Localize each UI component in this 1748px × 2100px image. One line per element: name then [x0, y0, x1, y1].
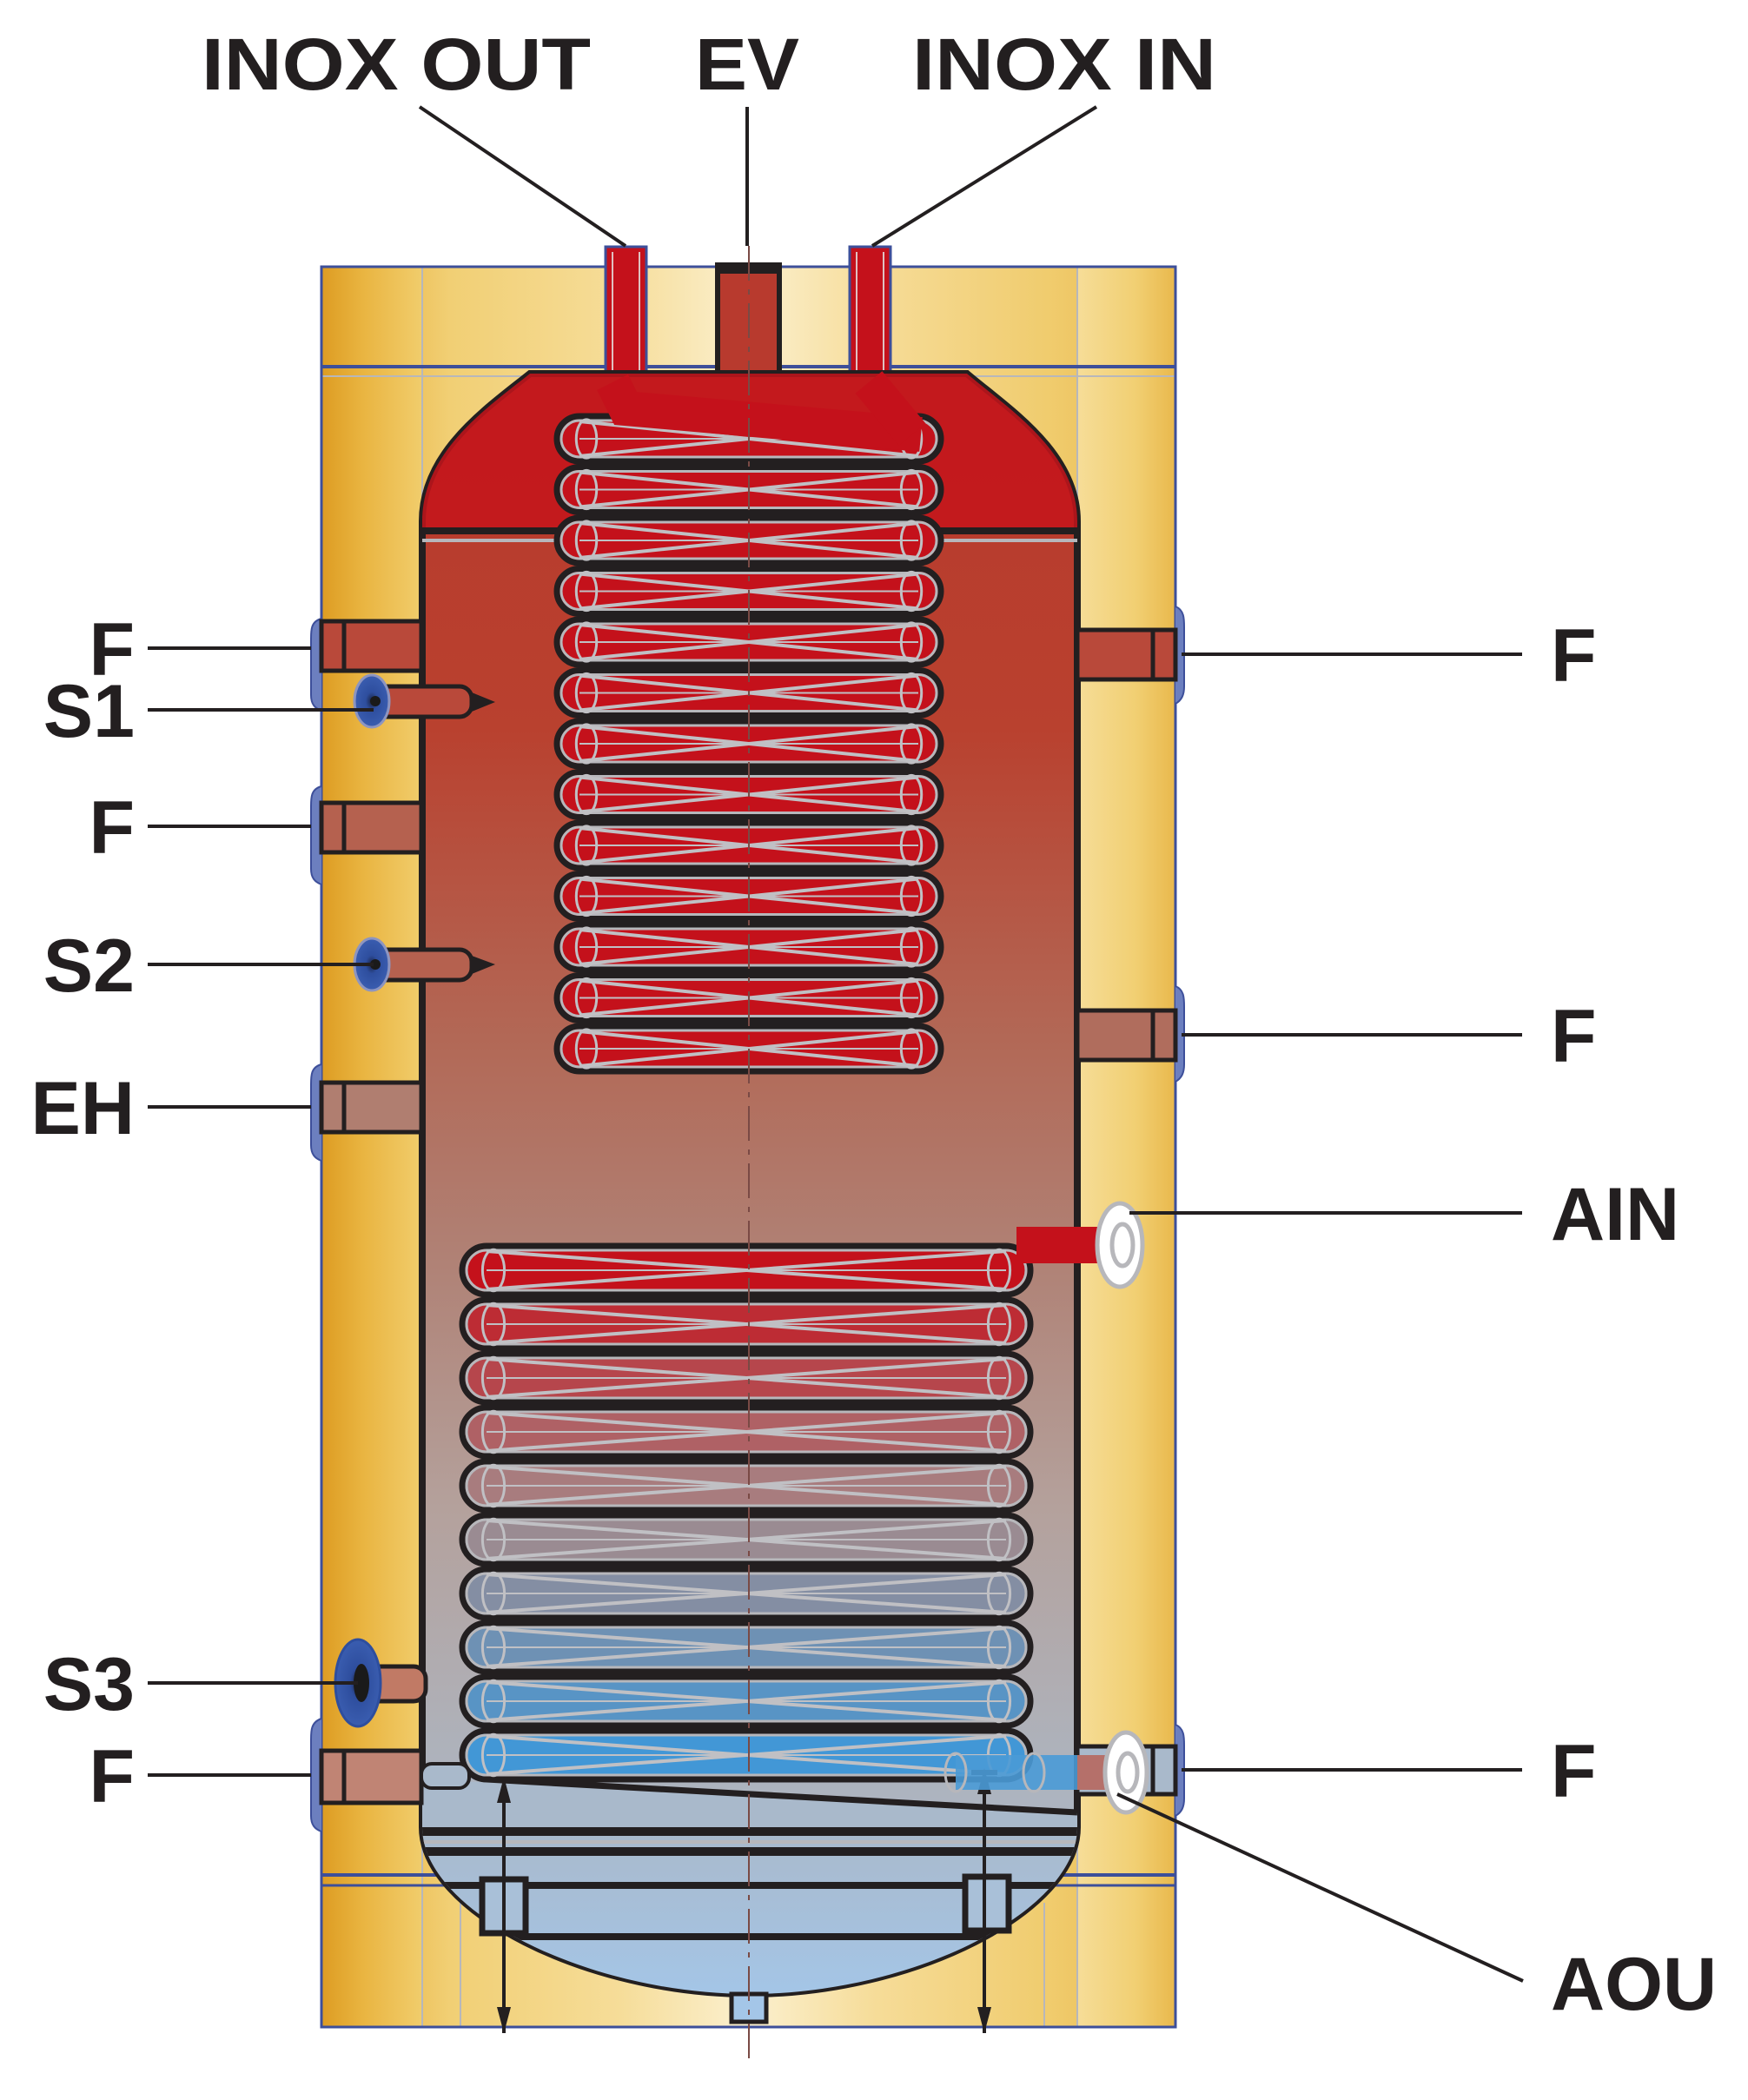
lower-coil-turn: [459, 1512, 1034, 1567]
lower-heat-exchanger-coil: [459, 1242, 1034, 1783]
label-s2: S2: [43, 924, 135, 1008]
bottom-drain: [729, 1991, 769, 2024]
leader-inox-in: [871, 105, 1098, 248]
upper-coil-return: [855, 371, 926, 446]
labels: INOX OUT EV INOX IN F S1 F S2 EH S3 F F …: [31, 23, 1718, 2026]
top-connections: [604, 245, 892, 388]
lower-coil-turn: [459, 1458, 1034, 1514]
upper-coil-feed: [597, 374, 923, 452]
lower-coil-turn: [459, 1242, 1034, 1298]
label-inox-in: INOX IN: [912, 23, 1216, 105]
lower-coil-turn: [459, 1620, 1034, 1675]
label-f-left-1: F: [89, 608, 135, 692]
label-f-left-2: F: [89, 786, 135, 870]
flange-f-left-3: [310, 1718, 471, 1832]
leader-aou: [1116, 1792, 1524, 1983]
label-eh: EH: [31, 1067, 135, 1150]
lower-coil-turn: [459, 1296, 1034, 1352]
label-f-right-1: F: [1551, 614, 1597, 698]
leader-lines: [148, 105, 1524, 1983]
sensor-well-s1: [353, 673, 495, 729]
leader-inox-out: [418, 105, 627, 248]
flange-f-right-2: [1075, 985, 1185, 1083]
lower-coil-turn: [459, 1404, 1034, 1460]
upper-coil-turn: [553, 819, 944, 871]
label-ain: AIN: [1551, 1173, 1679, 1256]
flange-f-left-1: [310, 618, 424, 712]
lower-coil-turn: [459, 1566, 1034, 1621]
flange-f-left-2: [310, 785, 424, 885]
lower-coil-turn: [459, 1673, 1034, 1729]
label-aou: AOU: [1551, 1943, 1717, 2026]
flange-f-right-1: [1075, 606, 1185, 705]
label-f-right-2: F: [1551, 995, 1597, 1078]
right-fittings: [944, 606, 1185, 1817]
label-f-right-3: F: [1551, 1730, 1597, 1813]
label-s3: S3: [43, 1643, 135, 1726]
label-ev: EV: [695, 23, 799, 105]
lower-coil-turn: [459, 1350, 1034, 1406]
label-inox-out: INOX OUT: [202, 23, 591, 105]
flange-eh: [310, 1063, 424, 1162]
flange-aou: [944, 1730, 1149, 1815]
label-f-left-3: F: [89, 1735, 135, 1818]
flange-ain: [1016, 1201, 1145, 1289]
label-s1: S1: [43, 670, 135, 753]
